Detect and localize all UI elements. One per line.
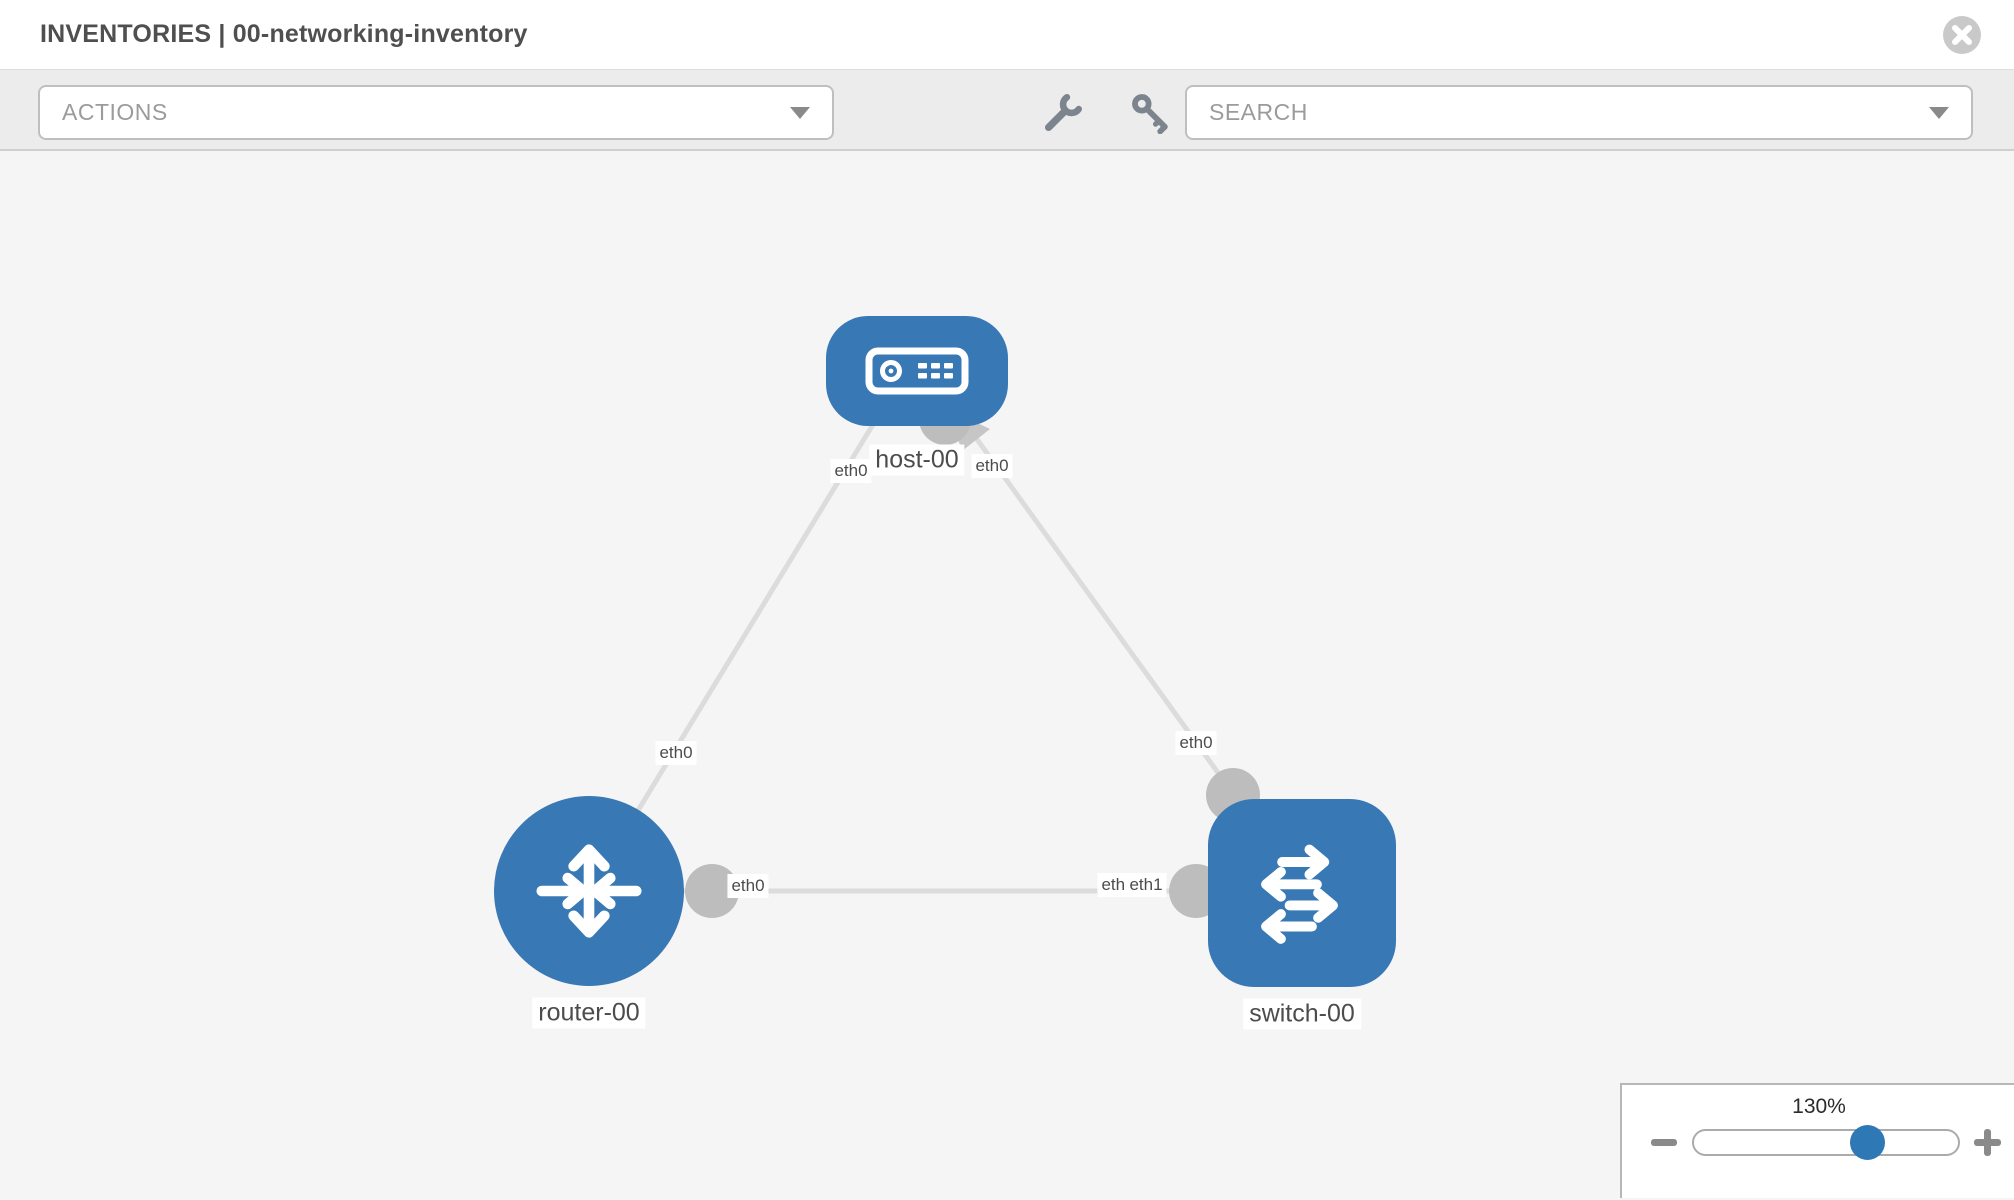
- node-label-router: router-00: [532, 997, 646, 1029]
- zoom-panel: 130%: [1620, 1083, 2014, 1198]
- toolbar-tools: [1042, 85, 1172, 140]
- zoom-out-button[interactable]: [1651, 1139, 1677, 1146]
- search-dropdown[interactable]: SEARCH: [1185, 85, 1973, 140]
- close-icon: [1952, 25, 1972, 45]
- interface-label: eth0: [727, 874, 769, 898]
- chevron-down-icon: [790, 106, 810, 119]
- interface-dot: [685, 864, 739, 918]
- interface-label: eth1: [1125, 873, 1167, 897]
- interface-label: eth0: [830, 459, 872, 483]
- close-button[interactable]: [1943, 16, 1981, 54]
- header: INVENTORIES | 00-networking-inventory: [0, 0, 2014, 70]
- topology-edges: [586, 393, 1302, 918]
- zoom-slider[interactable]: [1692, 1125, 1960, 1160]
- search-dropdown-label: SEARCH: [1209, 99, 1308, 125]
- key-icon[interactable]: [1130, 92, 1172, 134]
- zoom-level: 130%: [1792, 1095, 1846, 1118]
- interface-label: eth0: [971, 454, 1013, 478]
- actions-dropdown[interactable]: ACTIONS: [38, 85, 834, 140]
- topology-canvas[interactable]: host-00 router-00 switch-00 eth0 eth0 et…: [0, 151, 2014, 1198]
- zoom-slider-thumb[interactable]: [1850, 1125, 1885, 1160]
- toolbar: ACTIONS SEARCH: [0, 70, 2014, 151]
- wrench-icon[interactable]: [1042, 92, 1084, 134]
- node-host-00[interactable]: [826, 316, 1008, 426]
- interface-label: eth0: [1175, 731, 1217, 755]
- host-icon: [865, 347, 969, 395]
- switch-icon: [1261, 844, 1338, 944]
- zoom-in-button[interactable]: [1974, 1129, 2001, 1156]
- node-switch-00[interactable]: [1208, 799, 1396, 987]
- node-router-00[interactable]: [494, 796, 684, 986]
- page-title: INVENTORIES | 00-networking-inventory: [40, 20, 528, 48]
- actions-dropdown-label: ACTIONS: [62, 99, 168, 125]
- chevron-down-icon: [1929, 106, 1949, 119]
- node-label-host: host-00: [869, 444, 965, 476]
- router-icon: [536, 844, 642, 938]
- node-label-switch: switch-00: [1243, 998, 1361, 1030]
- interface-label: eth0: [655, 741, 697, 765]
